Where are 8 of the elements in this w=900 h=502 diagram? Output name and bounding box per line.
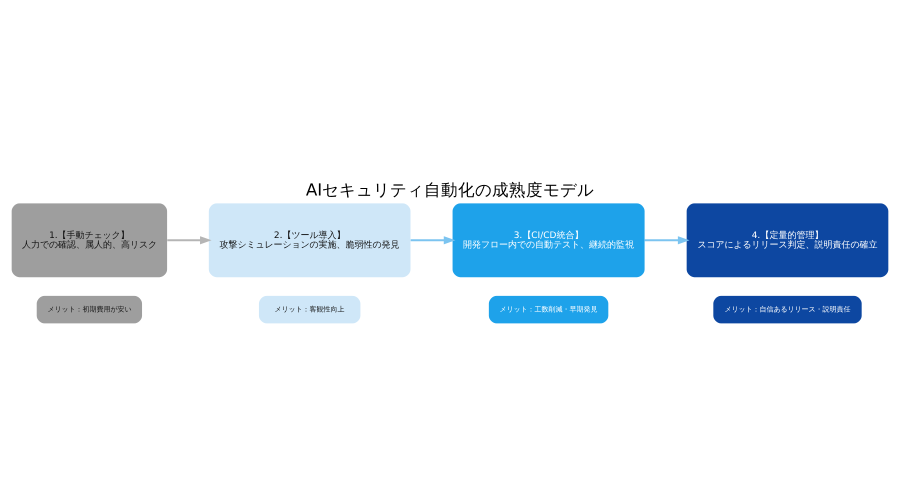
arrow bbox=[410, 236, 456, 244]
node-box: 4.【定量的管理】 スコアによるリリース判定、説明責任の確立 bbox=[686, 202, 888, 277]
node-box: 1.【手動チェック】 人力での確認、属人的、高リスク bbox=[12, 202, 168, 277]
arrow bbox=[644, 236, 690, 244]
node-box: 2.【ツール導入】 攻撃シミュレーションの実施、脆弱性の発見 bbox=[208, 202, 410, 277]
node-box: 3.【CI/CD統合】 開発フロー内での自動テスト、継続的監視 bbox=[452, 202, 645, 277]
diagram-title: AIセキュリティ自動化の成熟度モデル bbox=[306, 180, 594, 199]
arrow bbox=[167, 236, 212, 244]
